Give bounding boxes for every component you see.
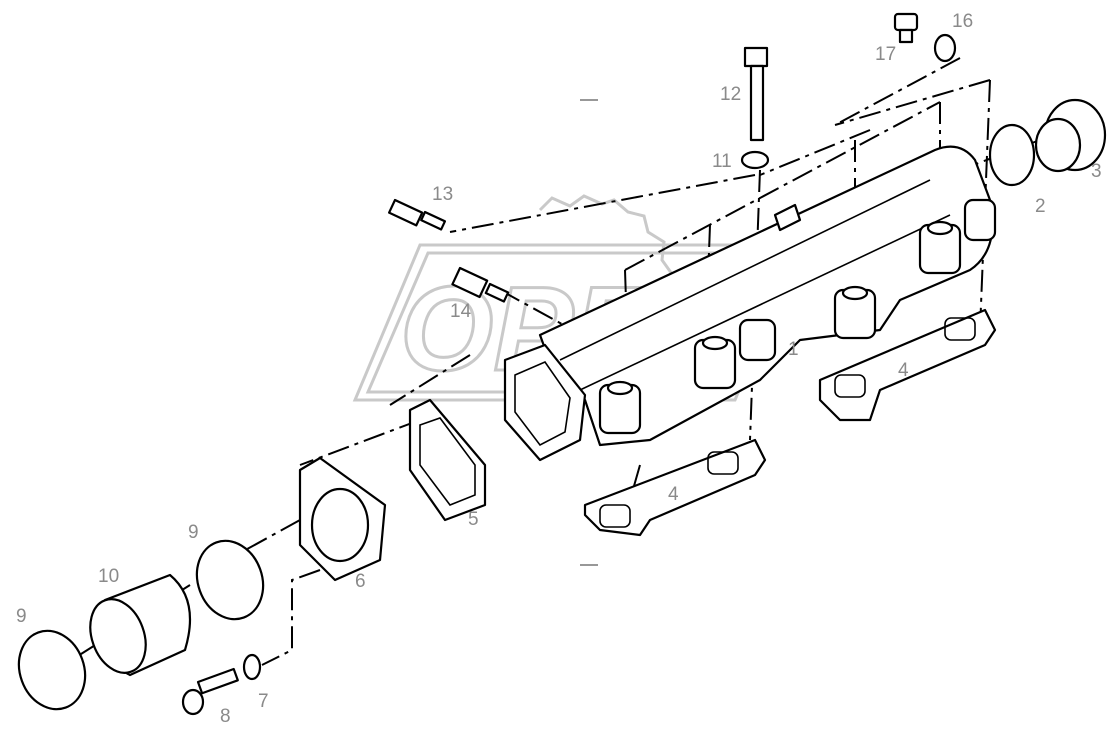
flange-gasket <box>408 398 487 522</box>
callout-labels: 1 2 3 4 4 5 6 7 8 9 9 10 11 12 13 14 16 … <box>16 11 1102 727</box>
callout-7: 7 <box>258 691 269 712</box>
callout-6: 6 <box>355 571 366 592</box>
sleeve <box>89 573 192 677</box>
large-plug <box>1034 98 1107 173</box>
callout-5: 5 <box>468 509 479 530</box>
callout-8: 8 <box>220 706 231 727</box>
callout-17: 17 <box>875 44 896 65</box>
long-bolt <box>743 46 769 142</box>
exhaust-manifold <box>538 145 997 447</box>
callout-13: 13 <box>432 184 453 205</box>
adapter-flange <box>298 456 387 582</box>
callout-16: 16 <box>952 11 973 32</box>
callout-1: 1 <box>788 339 799 360</box>
callout-9-lower: 9 <box>16 606 27 627</box>
seal-ring-lower <box>17 629 87 711</box>
seal-ring-plug <box>988 123 1036 187</box>
washer-bolt <box>740 150 770 170</box>
gasket-upper <box>818 308 997 422</box>
callout-11: 11 <box>712 151 732 172</box>
callout-10: 10 <box>98 566 119 587</box>
callout-4-lower: 4 <box>668 484 679 505</box>
gasket-lower <box>583 438 767 537</box>
bolt-small <box>181 667 239 716</box>
seal-ring-upper <box>195 539 265 621</box>
pressure-sensor <box>451 266 510 303</box>
callout-12: 12 <box>720 84 741 105</box>
callout-14: 14 <box>450 301 472 322</box>
temperature-sensor <box>387 198 447 231</box>
small-plug <box>893 12 919 44</box>
callout-4-upper: 4 <box>898 360 909 381</box>
callout-9-upper: 9 <box>188 522 199 543</box>
washer-plug-small <box>933 33 957 63</box>
manifold-flange <box>503 343 587 462</box>
callout-3: 3 <box>1091 161 1102 182</box>
callout-2: 2 <box>1035 196 1046 217</box>
washer-small <box>242 653 262 681</box>
